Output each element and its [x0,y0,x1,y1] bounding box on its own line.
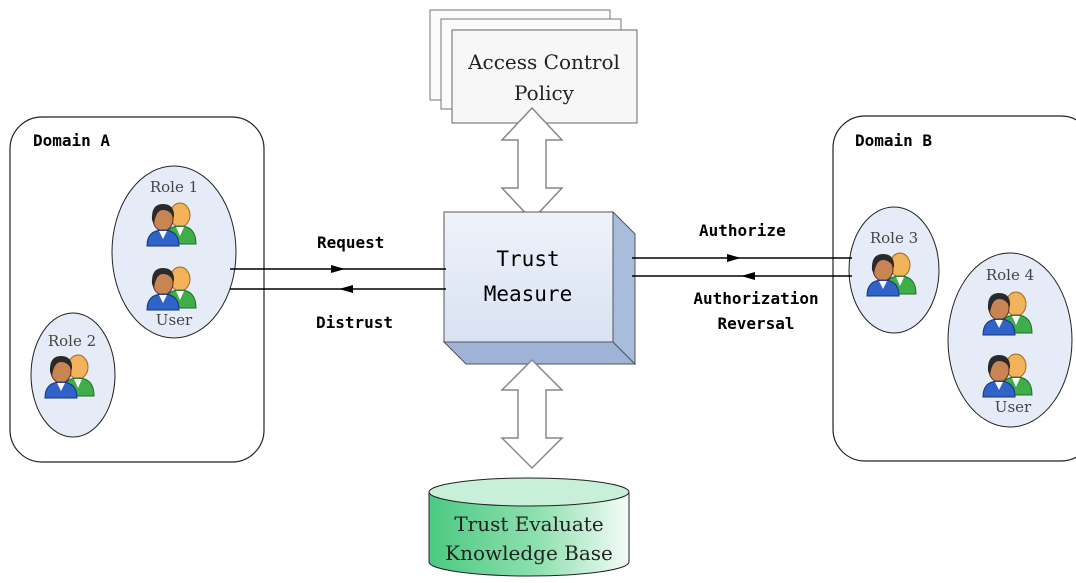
access-control-policy: Access Control Policy [429,9,638,124]
policy-double-arrow [500,106,564,222]
authorization-reversal-arrow [632,272,852,280]
domain-a-title: Domain A [33,131,110,150]
request-label: Request [317,233,384,252]
distrust-label: Distrust [316,313,393,332]
authorize-label: Authorize [699,221,786,240]
knowledge-base-line-2: Knowledge Base [445,541,613,565]
authorization-reversal-label-2: Reversal [717,314,794,333]
role-1-ellipse [111,165,237,339]
trust-measure-cube: Trust Measure [442,210,637,366]
role-4-label: Role 4 [986,266,1034,284]
request-arrow [230,265,446,273]
role-1-user-label: User [156,311,193,329]
role-1-label: Role 1 [150,178,198,196]
domain-a: Domain A Role 1 User Role 2 [9,116,265,463]
role-3-label: Role 3 [870,229,918,247]
domain-b: Domain B Role 3 Role 4 User [832,115,1076,462]
policy-line-1: Access Control [467,50,620,74]
knowledge-double-arrow [500,358,564,470]
trust-measure-line-2: Measure [484,282,573,306]
role-4-user-label: User [995,398,1032,416]
role-2-label: Role 2 [48,332,96,350]
knowledge-base-cylinder: Trust Evaluate Knowledge Base [428,477,630,577]
trust-measure-line-1: Trust [496,247,559,271]
role-4-ellipse [947,252,1073,428]
policy-line-2: Policy [514,81,575,105]
distrust-arrow [230,285,446,293]
knowledge-base-line-1: Trust Evaluate [454,512,603,536]
domain-b-title: Domain B [855,131,932,150]
authorize-arrow [632,254,852,262]
authorization-reversal-label-1: Authorization [693,289,818,308]
